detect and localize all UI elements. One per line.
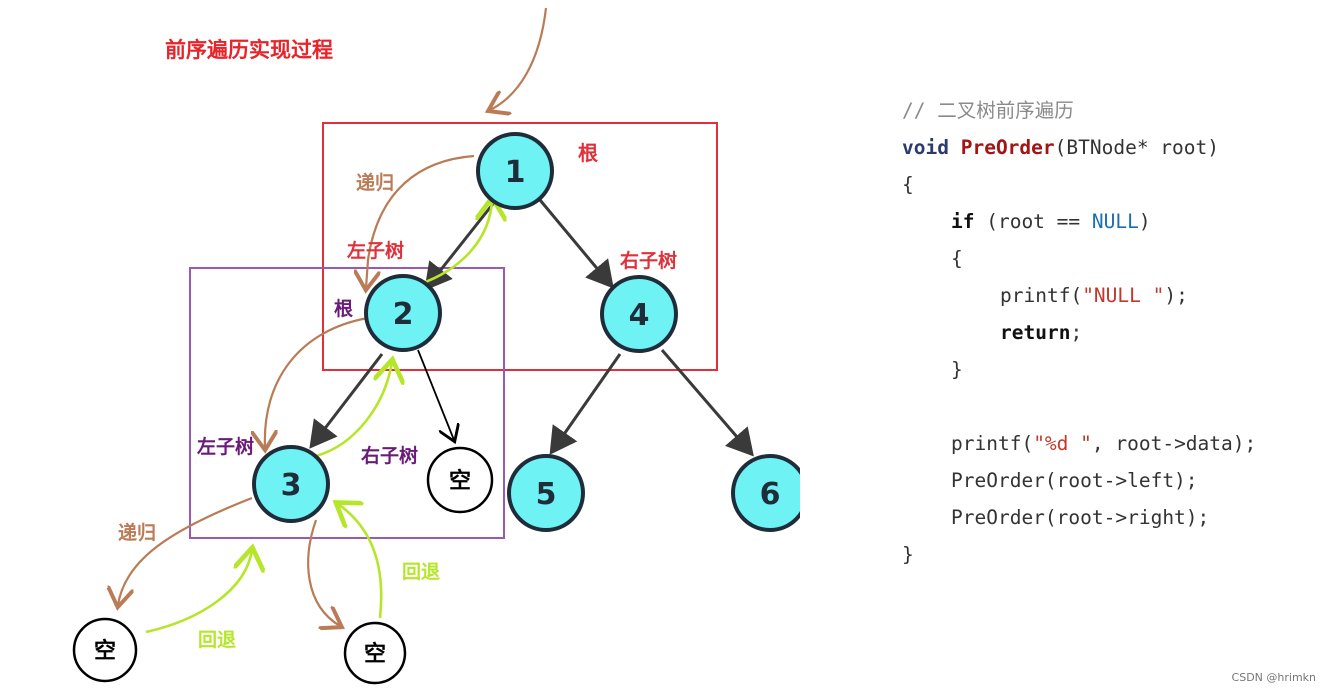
crop-edge [800,440,860,550]
code-line-inner-close: } [902,351,963,388]
label-left-subtree-1: 左子树 [347,239,404,262]
left-subtree-scope-box [189,267,505,539]
code-line-call-left: PreOrder(root->left); [902,462,1198,499]
code-type: void [902,136,949,159]
code-call-right: PreOrder(root->right); [951,506,1210,529]
node-label: 2 [393,297,414,332]
edge-2-empty [417,349,454,440]
recursion-arrow-1 [366,154,475,288]
edge-4-6 [660,349,754,457]
code-null: NULL [1091,210,1139,233]
label-recursion-2: 递归 [118,521,156,544]
page-title: 前序遍历实现过程 [165,38,333,62]
label-right-subtree-2: 右子树 [360,444,418,467]
node-6: 6 [731,454,809,532]
backtrack-arrow-3 [145,550,252,634]
code-line-comment: // 二叉树前序遍历 [902,92,1074,129]
code-brace: } [902,543,914,566]
edge-1-2 [424,199,498,291]
code-line-open: { [902,166,914,203]
code-printf-end: , root->data); [1091,432,1257,455]
code-line-if: if (root == NULL) [902,203,1151,240]
backtrack-arrow-4 [338,504,383,619]
empty-label: 空 [449,468,471,494]
empty-node-3-left: 空 [72,617,138,683]
label-right-subtree-1: 右子树 [619,249,677,272]
edge-4-5 [549,353,622,455]
code-if-close: ) [1138,210,1151,233]
edge-1-4 [538,199,614,289]
code-brace: { [902,173,914,196]
label-root-1: 根 [578,141,598,165]
code-brace: { [951,247,963,270]
watermark: CSDN @hrimkn [1231,671,1316,684]
code-if: if [951,210,975,233]
code-brace: } [951,358,963,381]
node-label: 5 [536,477,557,512]
code-string: "%d " [1033,432,1092,455]
entry-arrow [490,7,548,110]
label-left-subtree-2: 左子树 [197,435,254,458]
code-printf: printf( [1000,284,1083,307]
node-2: 2 [364,274,442,352]
code-string: "NULL " [1082,284,1165,307]
code-line-printf-null: printf("NULL "); [902,277,1188,314]
code-printf-end: ); [1164,284,1188,307]
code-call-left: PreOrder(root->left); [951,469,1198,492]
label-recursion-1: 递归 [356,171,394,194]
code-line-signature: void PreOrder(BTNode* root) [902,129,1219,166]
label-root-2: 根 [334,297,353,320]
code-semicolon: ; [1070,321,1083,344]
backtrack-arrow-1 [419,200,492,286]
label-backtrack-1: 回退 [198,629,236,651]
code-line-close: } [902,536,914,573]
recursion-arrow-3 [118,496,253,605]
code-func-name: PreOrder [960,136,1055,159]
edge-2-3 [309,353,384,449]
node-label: 1 [505,155,526,190]
code-printf: printf( [951,432,1034,455]
empty-label: 空 [94,638,116,664]
empty-node-2-right: 空 [426,446,494,514]
node-1: 1 [476,132,554,210]
code-line-return: return; [902,314,1082,351]
code-comment: // 二叉树前序遍历 [902,99,1074,122]
node-label: 3 [281,468,302,503]
empty-node-3-right: 空 [343,621,407,685]
node-3: 3 [252,445,330,523]
code-params: (BTNode* root) [1054,136,1220,159]
recursion-arrow-2 [265,316,369,448]
label-backtrack-2: 回退 [402,561,440,583]
empty-label: 空 [364,641,386,667]
node-label: 6 [760,477,781,512]
node-label: 4 [629,298,650,333]
node-4: 4 [600,275,678,353]
root-scope-box [322,122,718,371]
code-line-printf-data: printf("%d ", root->data); [902,425,1256,462]
code-return: return [1000,321,1071,344]
recursion-arrow-4 [307,519,340,626]
code-if-cond: (root == [974,210,1092,233]
node-5: 5 [507,454,585,532]
backtrack-arrow-2 [315,362,392,458]
tree-diagram: 1 2 4 3 5 6 空 空 空 根 左子树 右子树 根 左子树 右子树 递归… [72,7,860,685]
code-line-inner-open: { [902,240,963,277]
code-line-call-right: PreOrder(root->right); [902,499,1209,536]
